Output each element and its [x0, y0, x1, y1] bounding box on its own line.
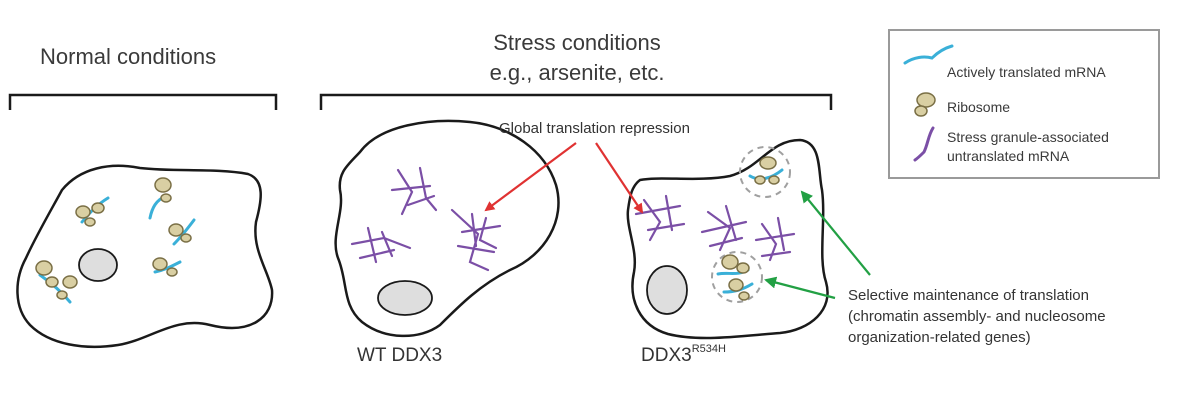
wt-cell-outline	[334, 119, 560, 338]
legend-item-stress-mrna: Stress granule-associated untranslated m…	[947, 128, 1109, 166]
ribosome-icon	[914, 92, 936, 117]
normal-bracket	[8, 93, 278, 110]
mutant-cell-nucleus	[646, 265, 688, 315]
stress-panel-title: Stress conditions e.g., arsenite, etc.	[472, 28, 682, 88]
global-repression-label: Global translation repression	[499, 120, 690, 137]
mutant-cell-label-superscript: R534H	[691, 343, 726, 355]
repression-arrow-mutant	[595, 142, 644, 214]
wt-cell-stress-granules	[350, 166, 502, 272]
wt-cell-nucleus	[377, 280, 433, 316]
normal-cell-nucleus	[78, 248, 118, 282]
selective-arrow-upper	[800, 190, 871, 276]
stress-bracket	[319, 93, 833, 110]
stress-title-line2: e.g., arsenite, etc.	[489, 60, 665, 85]
legend-item-ribosome: Ribosome	[947, 99, 1011, 115]
selective-note-line3: organization-related genes)	[848, 329, 1031, 346]
normal-cell-ribosomes	[35, 177, 192, 300]
legend-stress-line1: Stress granule-associated	[947, 129, 1109, 145]
blue-mrna-icon	[903, 44, 954, 65]
mutant-cell-label-base: DDX3	[641, 345, 692, 366]
selective-maintenance-note: Selective maintenance of translation (ch…	[848, 285, 1106, 348]
mutant-cell-label: DDX3R534H	[641, 343, 726, 367]
selective-note-line2: (chromatin assembly- and nucleosome	[848, 308, 1106, 325]
normal-cell-outline	[16, 164, 274, 349]
mutant-cell-stress-granules	[634, 194, 796, 262]
legend-stress-line2: untranslated mRNA	[947, 148, 1070, 164]
stress-title-line1: Stress conditions	[493, 30, 661, 55]
repression-arrow-wt	[484, 142, 577, 212]
wt-cell-label: WT DDX3	[357, 345, 443, 366]
legend-item-active-mrna: Actively translated mRNA	[947, 64, 1106, 80]
normal-panel-title: Normal conditions	[40, 44, 217, 69]
mutant-cell-translating-clusters	[711, 146, 791, 303]
selective-arrow-lower	[764, 276, 836, 300]
purple-mrna-icon	[913, 126, 935, 162]
selective-note-line1: Selective maintenance of translation	[848, 287, 1089, 304]
